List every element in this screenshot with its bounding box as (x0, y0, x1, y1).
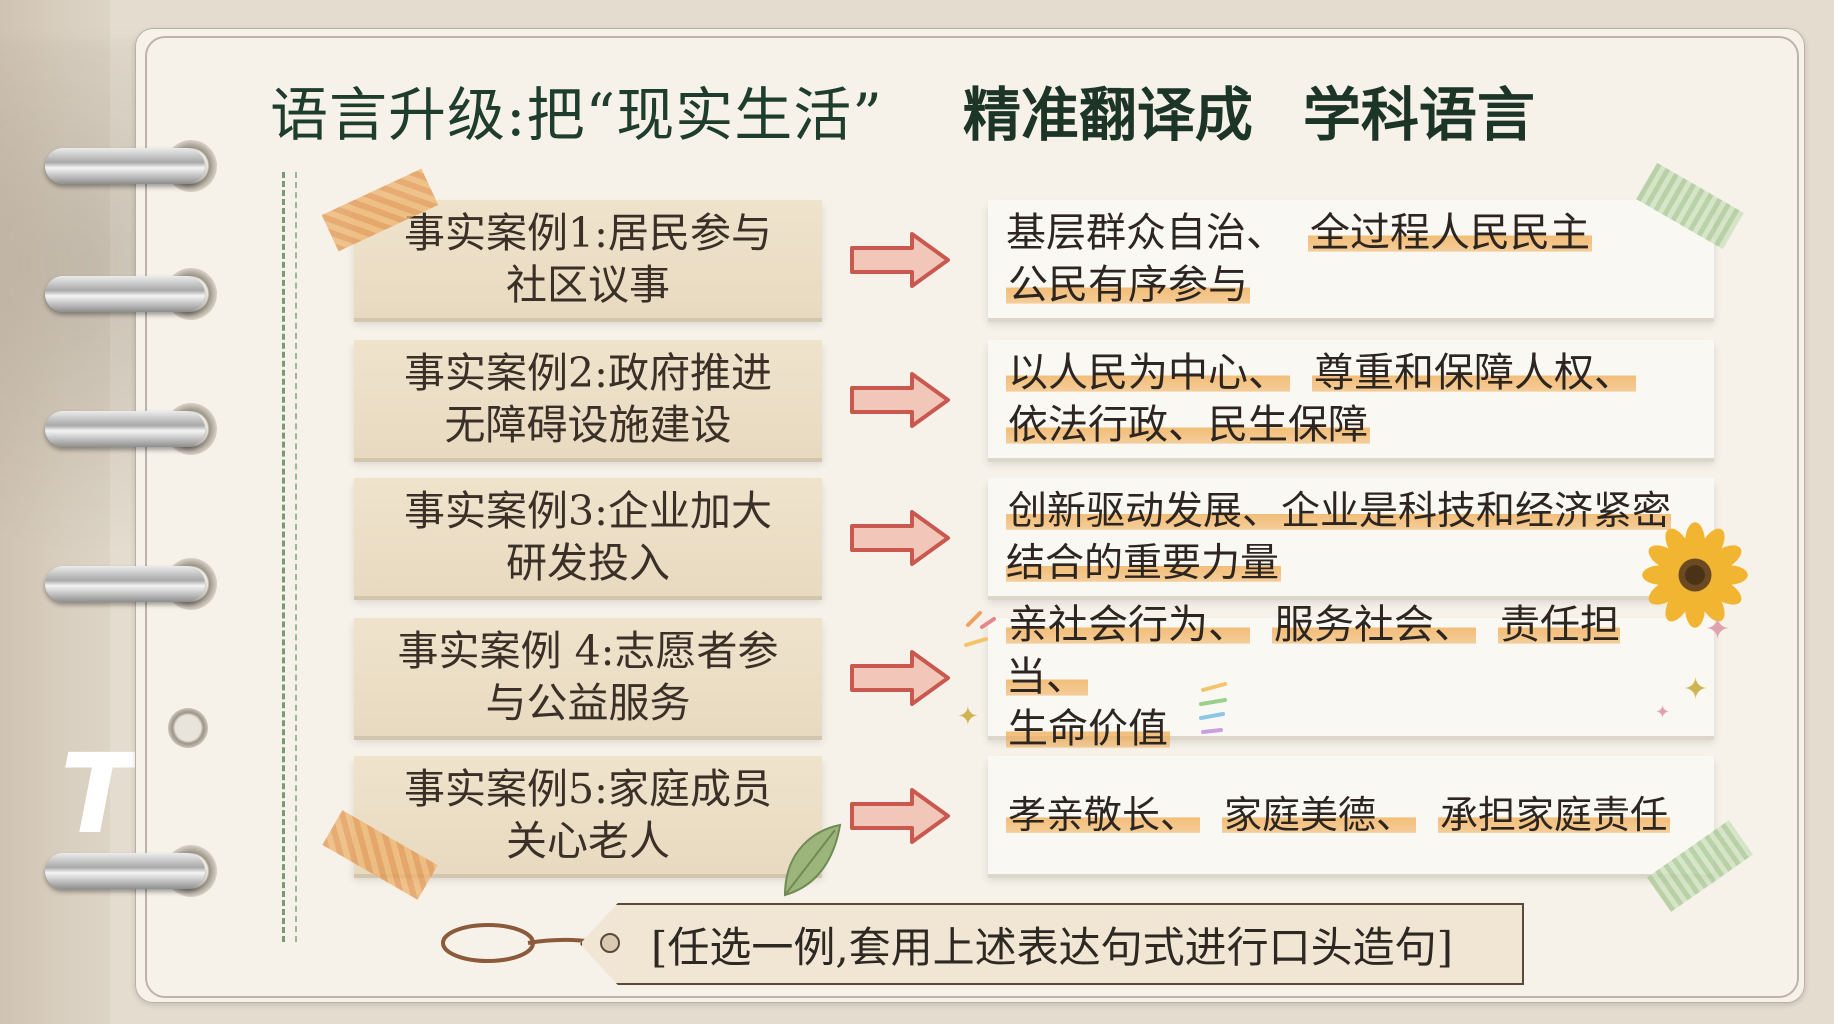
answer-line: 孝亲敬长、家庭美德、承担家庭责任 (1006, 789, 1696, 841)
answer-term: 孝亲敬长、 (1006, 793, 1201, 837)
answer-term: 生命价值 (1006, 706, 1170, 752)
answer-box-4: 亲社会行为、服务社会、责任担当、生命价值 (988, 602, 1714, 752)
answer-line: 依法行政、民生保障 (1006, 399, 1696, 451)
sparkle-icon: ✦ (1655, 702, 1671, 723)
title-part-3: 学科语言 (1302, 81, 1535, 149)
case-box-5: 事实案例5:家庭成员关心老人 (354, 756, 822, 874)
answer-line: 公民有序参与 (1006, 259, 1696, 311)
case-label: 事实案例5:家庭成员关心老人 (404, 765, 772, 865)
answer-term: 家庭美德、 (1222, 793, 1417, 837)
accent-marks-icon (964, 611, 996, 647)
right-arrow-icon (850, 510, 950, 566)
case-box-2: 事实案例2:政府推进无障碍设施建设 (354, 340, 822, 458)
answer-term: 公民有序参与 (1006, 262, 1250, 308)
answer-term: 创新驱动发展、企业是科技和经济紧密结合的重要力量 (1006, 489, 1672, 586)
leaf-icon (783, 823, 842, 897)
right-arrow-icon (850, 788, 950, 844)
tag-string-icon (441, 923, 598, 963)
accent-marks-icon (1199, 682, 1227, 734)
answer-line: 基层群众自治、全过程人民民主 (1006, 207, 1696, 259)
answer-term: 依法行政、民生保障 (1006, 402, 1370, 448)
binder-ring-icon (45, 411, 205, 447)
binder-ring-icon (45, 276, 205, 312)
case-box-3: 事实案例3:企业加大研发投入 (354, 478, 822, 596)
binder-ring-icon (45, 148, 205, 184)
answer-box-2: 以人民为中心、尊重和保障人权、依法行政、民生保障 (988, 340, 1714, 458)
ring-hole (168, 708, 208, 748)
dashed-margin-line (295, 172, 297, 942)
sunflower-icon (1642, 522, 1748, 628)
case-box-4: 事实案例 4:志愿者参与公益服务 (354, 618, 822, 736)
answer-line: 亲社会行为、服务社会、责任担当、 (1006, 599, 1696, 703)
case-label: 事实案例3:企业加大研发投入 (404, 487, 772, 587)
answer-term: 尊重和保障人权、 (1312, 350, 1636, 396)
tag-hole (600, 933, 620, 953)
answer-term: 全过程人民民主 (1308, 210, 1592, 256)
answer-box-3: 创新驱动发展、企业是科技和经济紧密结合的重要力量 (988, 478, 1714, 596)
sparkle-icon: ✦ (1683, 672, 1709, 707)
answer-box-1: 基层群众自治、全过程人民民主公民有序参与 (988, 200, 1714, 318)
answer-term: 服务社会、 (1272, 602, 1476, 648)
right-arrow-icon (850, 650, 950, 706)
sparkle-icon: ✦ (1705, 612, 1731, 647)
answer-box-5: 孝亲敬长、家庭美德、承担家庭责任 (988, 756, 1714, 874)
answer-term: 基层群众自治、 (1006, 210, 1286, 256)
page-title: 语言升级:把“现实生活” 精准翻译成 学科语言 (270, 60, 1710, 160)
answer-line: 生命价值 (1006, 703, 1696, 755)
answer-line: 创新驱动发展、企业是科技和经济紧密结合的重要力量 (1006, 486, 1696, 590)
right-arrow-icon (850, 232, 950, 288)
sparkle-icon: ✦ (957, 702, 979, 732)
watermark-letter-decoration: T (60, 730, 136, 858)
answer-term: 承担家庭责任 (1438, 793, 1671, 837)
right-arrow-icon (850, 372, 950, 428)
title-part-2: 精准翻译成 (962, 81, 1253, 149)
answer-line: 以人民为中心、尊重和保障人权、 (1006, 347, 1696, 399)
case-label: 事实案例1:居民参与社区议事 (404, 209, 772, 309)
notebook-page-border (145, 36, 1799, 998)
binder-ring-icon (45, 853, 205, 889)
answer-term: 亲社会行为、 (1006, 602, 1250, 648)
case-box-1: 事实案例1:居民参与社区议事 (354, 200, 822, 318)
title-part-1: 语言升级:把“现实生活” (270, 81, 883, 149)
case-label: 事实案例2:政府推进无障碍设施建设 (404, 349, 772, 449)
dashed-margin-line (282, 172, 285, 942)
instruction-text: [任选一例,套用上述表达句式进行口头造句] (650, 922, 1454, 972)
case-label: 事实案例 4:志愿者参与公益服务 (397, 627, 779, 727)
answer-term: 以人民为中心、 (1006, 350, 1290, 396)
binder-ring-icon (45, 566, 205, 602)
instruction-tag: [任选一例,套用上述表达句式进行口头造句] (580, 903, 1524, 985)
